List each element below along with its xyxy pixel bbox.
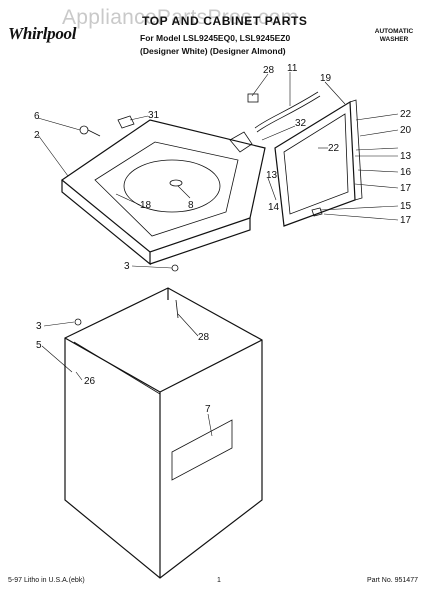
callout-13-hinge: 13 (266, 170, 278, 181)
callout-15: 15 (400, 201, 412, 212)
callout-7: 7 (205, 404, 211, 415)
page-title: TOP AND CABINET PARTS (142, 14, 308, 28)
callout-3-lower: 3 (36, 321, 42, 332)
litho-note: 5-97 Litho in U.S.A.(ebk) (8, 577, 85, 584)
callout-6: 6 (34, 111, 40, 122)
callout-3-upper: 3 (124, 261, 130, 272)
callout-2: 2 (34, 130, 40, 141)
callout-17-upper: 17 (400, 183, 412, 194)
callout-14: 14 (268, 202, 280, 213)
leader-lines (37, 72, 399, 437)
callout-26: 26 (84, 376, 96, 387)
callout-5: 5 (36, 340, 42, 351)
callout-28-cabinet: 28 (198, 332, 210, 343)
callout-31: 31 (148, 110, 160, 121)
callout-18: 18 (140, 200, 152, 211)
callout-22-upper: 22 (400, 109, 412, 120)
page-number: 1 (217, 577, 221, 584)
watermark: AppliancePartsPros.com (62, 6, 299, 29)
callout-16: 16 (400, 167, 412, 178)
callout-32: 32 (295, 118, 307, 129)
callout-20: 20 (400, 125, 412, 136)
callout-13-right: 13 (400, 151, 412, 162)
callout-28-top: 28 (263, 65, 275, 76)
washer-top (60, 119, 266, 266)
lid-assembly (274, 99, 363, 227)
callout-19: 19 (320, 73, 332, 84)
callout-11: 11 (287, 63, 298, 74)
product-type: AUTOMATIC WASHER (374, 28, 414, 43)
model-subtitle: For Model LSL9245EQ0, LSL9245EZ0 (Design… (140, 33, 291, 56)
brand-logo: Whirlpool (8, 24, 77, 43)
part-number: Part No. 951477 (367, 577, 418, 584)
callout-8: 8 (188, 200, 194, 211)
callout-labels: 28 11 19 22 6 31 32 20 2 22 13 16 13 17 … (34, 63, 412, 415)
wire-harness (229, 91, 321, 153)
callout-17-lower: 17 (400, 215, 412, 226)
callout-22-lower: 22 (328, 143, 340, 154)
washer-cabinet (64, 287, 263, 579)
